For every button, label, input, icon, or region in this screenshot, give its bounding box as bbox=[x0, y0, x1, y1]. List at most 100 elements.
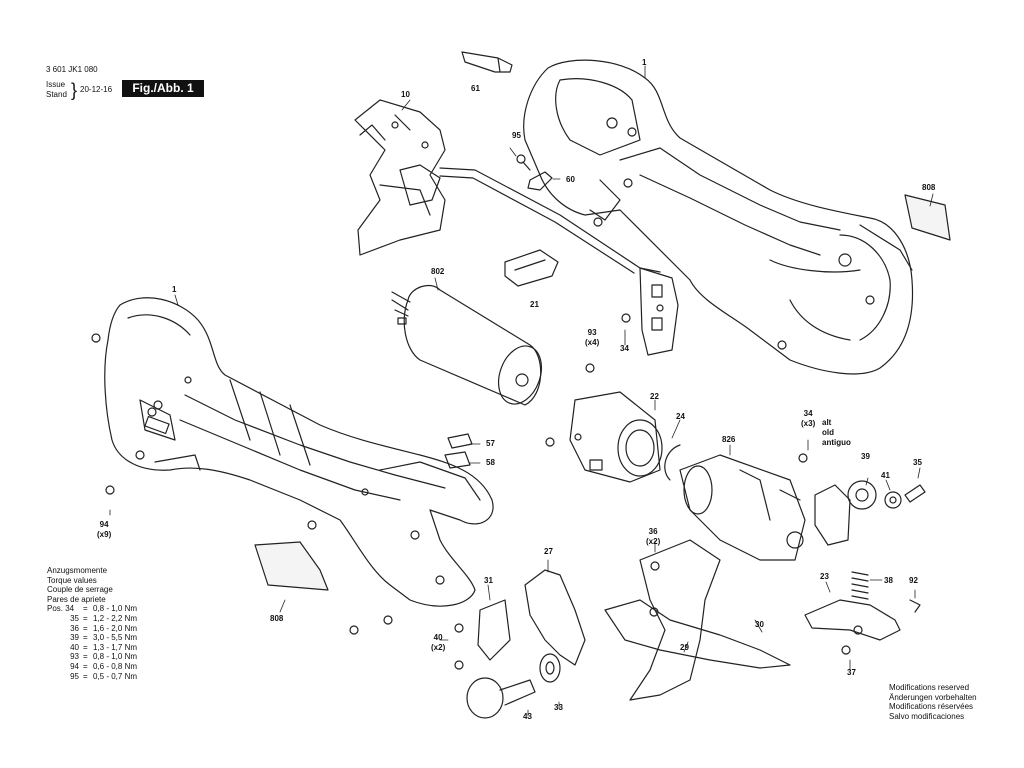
torque-row: 36 = 1,6 - 2,0 Nm bbox=[47, 624, 137, 634]
part-808-label-left bbox=[254, 541, 329, 591]
torque-pos: 40 bbox=[70, 642, 79, 652]
torque-pos: 35 bbox=[70, 613, 79, 623]
torque-eq: = bbox=[83, 642, 88, 652]
leader-lines bbox=[109, 65, 934, 717]
part-label-826: 826 bbox=[722, 435, 736, 444]
part-826-spindle bbox=[679, 454, 806, 561]
torque-pos: 94 bbox=[70, 661, 79, 671]
housing-half-right bbox=[523, 59, 914, 375]
doc-number: 3 601 JK1 080 bbox=[46, 65, 98, 74]
part-label-92: 92 bbox=[909, 576, 918, 585]
part-35-screw bbox=[904, 484, 926, 503]
contact-plate bbox=[639, 267, 679, 356]
torque-eq: = bbox=[83, 661, 88, 671]
part-label-57: 57 bbox=[486, 439, 495, 448]
part-label-24: 24 bbox=[676, 412, 685, 421]
part-33-washer bbox=[539, 653, 561, 683]
part-label-808-top: 808 bbox=[922, 183, 936, 192]
part-label-802: 802 bbox=[431, 267, 445, 276]
alt-label: alt bbox=[822, 418, 832, 427]
part-41-washer bbox=[884, 491, 902, 509]
part-95-screw bbox=[516, 154, 531, 171]
torque-pos: 95 bbox=[70, 671, 79, 681]
torque-value: 3,0 - 5,5 Nm bbox=[93, 633, 138, 643]
torque-pos: 93 bbox=[70, 652, 79, 662]
part-label-95: 95 bbox=[512, 131, 521, 140]
torque-value: 1,2 - 2,2 Nm bbox=[93, 613, 138, 623]
part-label-40: 40(x2) bbox=[431, 633, 446, 652]
issue-date: 20-12-16 bbox=[80, 85, 113, 94]
part-label-36: 36(x2) bbox=[646, 527, 661, 546]
old-part-note: alt old antiguo bbox=[822, 418, 851, 448]
part-60-clip bbox=[527, 171, 553, 191]
part-93-screw bbox=[585, 363, 595, 373]
switch-module bbox=[354, 99, 661, 274]
part-label-93: 93(x4) bbox=[585, 328, 600, 347]
part-808-label-top bbox=[904, 194, 951, 241]
part-label-41: 41 bbox=[881, 471, 890, 480]
antiguo-label: antiguo bbox=[822, 438, 851, 447]
torque-row: 93 = 0,8 - 1,0 Nm bbox=[47, 652, 137, 662]
part-label-61: 61 bbox=[471, 84, 480, 93]
torque-value: 0,6 - 0,8 Nm bbox=[93, 661, 138, 671]
part-57-plug bbox=[447, 433, 473, 449]
part-label-29: 29 bbox=[680, 643, 689, 652]
torque-eq: = bbox=[83, 623, 88, 633]
torque-row: 94 = 0,6 - 0,8 Nm bbox=[47, 662, 137, 672]
part-27-anvil bbox=[524, 569, 586, 666]
part-label-34-mid: 34 bbox=[620, 344, 629, 353]
part-label-58: 58 bbox=[486, 458, 495, 467]
part-23-latch bbox=[804, 599, 901, 641]
part-43-bolt bbox=[466, 677, 536, 719]
part-label-10: 10 bbox=[401, 90, 410, 99]
part-label-1-left: 1 bbox=[172, 285, 177, 294]
part-802-motor bbox=[391, 285, 543, 406]
mods-es: Salvo modificaciones bbox=[889, 711, 965, 721]
part-old-washer bbox=[814, 484, 851, 546]
torque-value: 0,8 - 1,0 Nm bbox=[93, 604, 138, 614]
torque-value: 0,8 - 1,0 Nm bbox=[93, 652, 138, 662]
torque-eq: = bbox=[83, 652, 88, 662]
torque-value: 1,6 - 2,0 Nm bbox=[93, 623, 138, 633]
part-label-21: 21 bbox=[530, 300, 539, 309]
torque-table: Anzugsmomente Torque values Couple de se… bbox=[47, 566, 137, 681]
part-39-gear bbox=[847, 480, 877, 510]
part-label-1-top: 1 bbox=[642, 58, 647, 67]
part-22-gear-housing bbox=[545, 391, 663, 483]
stand-label: Stand bbox=[46, 90, 67, 99]
torque-row: 39=3,0 - 5,5 Nm bbox=[47, 633, 137, 643]
part-61-cap bbox=[461, 51, 513, 73]
part-label-43: 43 bbox=[523, 712, 532, 721]
torque-eq: = bbox=[83, 671, 88, 681]
torque-pos: Pos. 34 bbox=[47, 604, 75, 614]
torque-eq: = bbox=[83, 633, 88, 643]
part-label-60: 60 bbox=[566, 175, 575, 184]
torque-value: 0,5 - 0,7 Nm bbox=[93, 671, 138, 681]
torque-row: 35 = 1,2 - 2,2 Nm bbox=[47, 614, 137, 624]
torque-row: 95 = 0,5 - 0,7 Nm bbox=[47, 672, 137, 682]
part-label-37: 37 bbox=[847, 668, 856, 677]
part-label-22: 22 bbox=[650, 392, 659, 401]
part-34-screw-right bbox=[798, 453, 808, 463]
part-38-spring bbox=[851, 571, 869, 600]
part-37-screw bbox=[841, 645, 851, 655]
torque-title-fr: Couple de serrage bbox=[47, 585, 113, 595]
torque-title-es: Pares de apriete bbox=[47, 594, 106, 604]
part-label-33: 33 bbox=[554, 703, 563, 712]
torque-eq: = bbox=[83, 613, 88, 623]
part-29-blade bbox=[629, 539, 721, 701]
torque-title-en: Torque values bbox=[47, 575, 97, 585]
part-label-30: 30 bbox=[755, 620, 764, 629]
small-screws bbox=[91, 313, 660, 670]
part-label-27: 27 bbox=[544, 547, 553, 556]
part-label-808-left: 808 bbox=[270, 614, 284, 623]
part-label-23: 23 bbox=[820, 572, 829, 581]
figure-label: Fig./Abb. 1 bbox=[122, 80, 204, 97]
torque-pos: 36 bbox=[70, 623, 79, 633]
housing-half-left bbox=[104, 297, 494, 607]
issue-label: Issue bbox=[46, 80, 66, 89]
part-label-94: 94(x9) bbox=[97, 520, 112, 539]
part-58-plug bbox=[444, 451, 471, 469]
part-30-blade bbox=[604, 599, 791, 669]
part-label-35: 35 bbox=[913, 458, 922, 467]
